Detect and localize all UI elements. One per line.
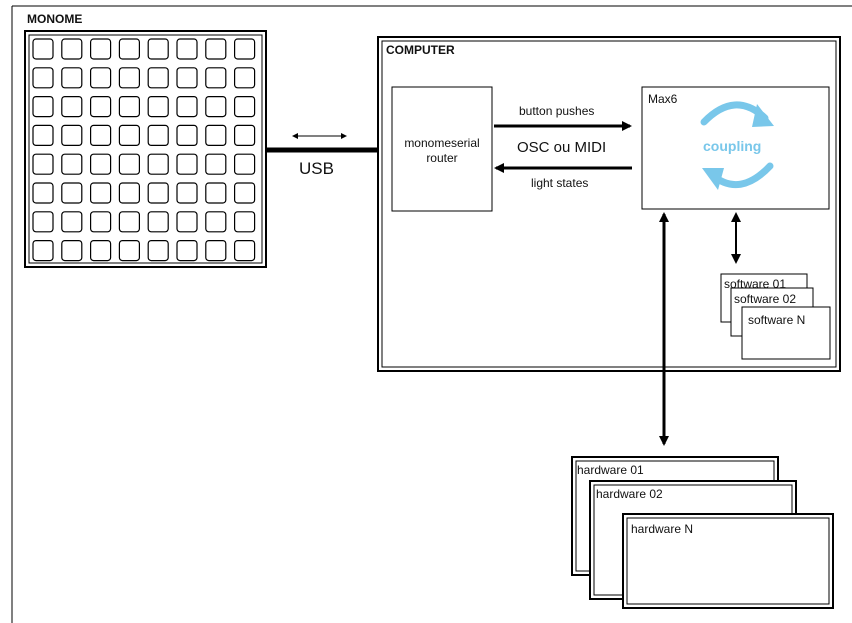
router-label-line1: monomeserial: [404, 136, 480, 150]
monome-button: [147, 240, 169, 262]
monome-button: [147, 182, 169, 204]
monome-button: [89, 38, 112, 60]
monome-button: [176, 124, 198, 147]
monome-button: [205, 240, 227, 262]
monome-button: [61, 153, 83, 175]
monome-button: [61, 240, 83, 262]
software-label-2: software 02: [734, 292, 797, 306]
monome-button: [205, 211, 227, 233]
monome-button: [176, 211, 198, 233]
monome-button: [176, 38, 198, 60]
coupling-label: coupling: [703, 138, 762, 154]
monome-button: [32, 38, 54, 60]
monome-button: [32, 153, 54, 175]
monome-button: [61, 124, 83, 147]
software-label-n: software N: [748, 313, 806, 327]
monome-button: [234, 67, 256, 89]
monome-button: [89, 95, 112, 118]
monome-button: [61, 38, 83, 60]
monome-button: [118, 67, 141, 89]
router-box: [391, 86, 493, 212]
monome-button: [89, 211, 112, 233]
monome-button: [89, 124, 112, 147]
monome-button: [89, 240, 112, 262]
monome-button: [147, 153, 169, 175]
monome-button: [176, 182, 198, 204]
coupling-cycle-icon: [700, 101, 774, 190]
monome-button: [234, 182, 256, 204]
monome-button: [118, 182, 141, 204]
monome-button: [176, 67, 198, 89]
monome-button: [205, 67, 227, 89]
monome-button: [61, 182, 83, 204]
monome-button: [61, 211, 83, 233]
hardware-box-n-inner: [626, 517, 830, 605]
monome-title: MONOME: [27, 12, 83, 26]
monome-button: [89, 182, 112, 204]
max6-title: Max6: [648, 92, 678, 106]
monome-button: [176, 153, 198, 175]
monome-button: [147, 124, 169, 147]
monome-button: [234, 124, 256, 147]
monome-button: [118, 211, 141, 233]
monome-button: [205, 124, 227, 147]
monome-button: [61, 95, 83, 118]
hardware-label-2: hardware 02: [596, 487, 663, 501]
monome-button: [118, 95, 141, 118]
monome-button: [234, 38, 256, 60]
monome-button: [234, 153, 256, 175]
monome-button: [147, 67, 169, 89]
monome-button: [32, 95, 54, 118]
monome-button: [32, 124, 54, 147]
monome-button: [118, 153, 141, 175]
monome-button: [32, 240, 54, 262]
monome-button: [118, 240, 141, 262]
monome-button: [147, 211, 169, 233]
usb-label: USB: [299, 159, 334, 178]
monome-button: [32, 211, 54, 233]
monome-button: [32, 182, 54, 204]
monome-button: [89, 153, 112, 175]
router-label-line2: router: [426, 151, 458, 165]
software-label-1: software 01: [724, 277, 787, 288]
monome-button: [176, 95, 198, 118]
monome-button: [176, 240, 198, 262]
monome-button: [118, 38, 141, 60]
monome-button: [205, 153, 227, 175]
monome-button: [89, 67, 112, 89]
hardware-label-1: hardware 01: [577, 463, 644, 477]
monome-button: [234, 95, 256, 118]
monome-button: [118, 124, 141, 147]
monome-button: [234, 211, 256, 233]
computer-title: COMPUTER: [386, 43, 455, 57]
button-pushes-label: button pushes: [519, 104, 595, 118]
monome-button: [205, 38, 227, 60]
monome-button: [147, 38, 169, 60]
monome-button: [205, 182, 227, 204]
monome-button: [32, 67, 54, 89]
osc-midi-label: OSC ou MIDI: [517, 139, 607, 156]
monome-button: [205, 95, 227, 118]
monome-button: [61, 67, 83, 89]
hardware-label-n: hardware N: [631, 522, 694, 536]
light-states-label: light states: [531, 176, 589, 190]
monome-button: [147, 95, 169, 118]
monome-button-grid: [32, 38, 256, 262]
monome-button: [234, 240, 256, 262]
software-box-n: [741, 306, 831, 360]
